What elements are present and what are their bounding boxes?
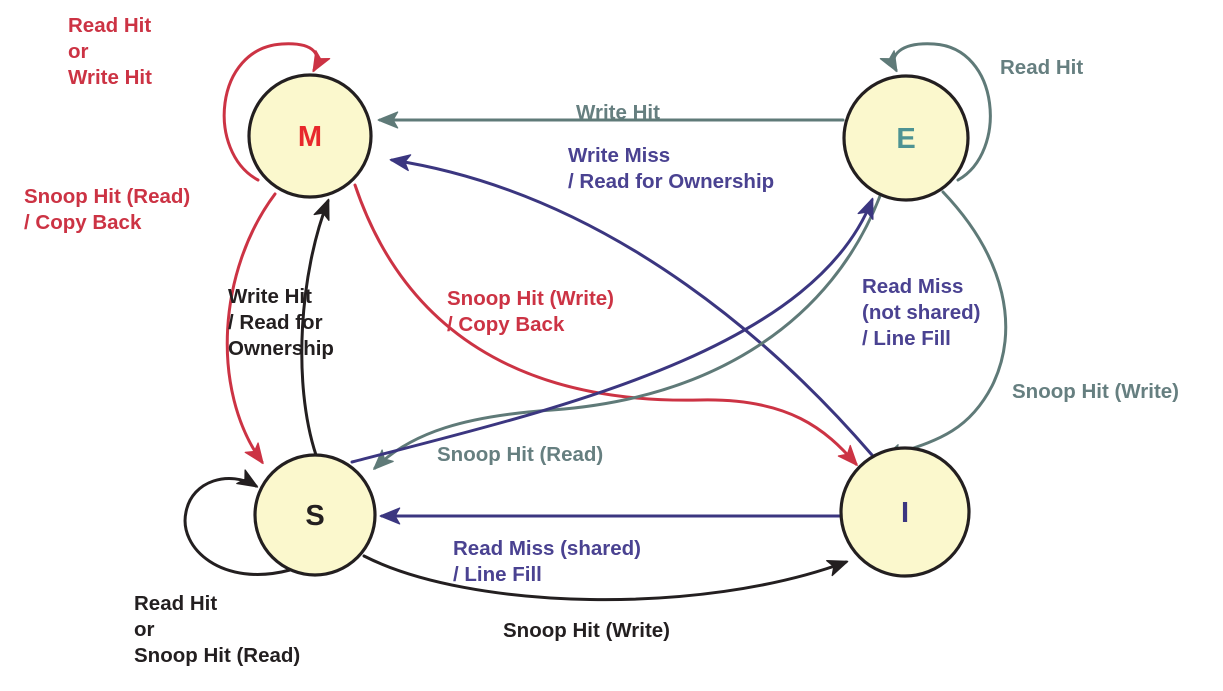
- edge-label-line: Snoop Hit (Write): [447, 287, 614, 310]
- state-label-i: I: [901, 497, 909, 529]
- edge-label-line: Read Hit: [134, 592, 217, 615]
- edge-label-line: / Copy Back: [447, 313, 565, 336]
- edge-label-m-to-s: Snoop Hit (Read) / Copy Back: [24, 185, 242, 234]
- edge-m-to-s: [225, 192, 277, 465]
- edge-label-line: / Read for Ownership: [568, 170, 774, 193]
- edge-label-line: / Line Fill: [862, 327, 951, 350]
- edge-label-i-to-s: Read Miss (shared) / Line Fill: [453, 537, 692, 586]
- state-label-s: S: [305, 500, 324, 532]
- edge-label-line: Write Hit: [576, 101, 660, 124]
- edge-label-line: Snoop Hit (Read): [437, 443, 603, 466]
- edge-label-m-to-i: Snoop Hit (Write) / Copy Back: [447, 287, 665, 336]
- edge-label-line: or: [68, 40, 89, 63]
- edge-label-line: Snoop Hit (Read): [24, 185, 190, 208]
- edges-layer: [183, 42, 1008, 602]
- edge-s-to-i: [362, 554, 849, 602]
- edge-label-i-to-m: Write Miss / Read for Ownership: [568, 144, 814, 193]
- edge-s-self-loop: [183, 469, 292, 576]
- state-label-m: M: [298, 121, 322, 153]
- edge-label-line: or: [134, 618, 155, 641]
- state-node-s[interactable]: S: [253, 453, 377, 577]
- edge-e-to-i: [881, 190, 1008, 461]
- edge-s-to-m: [300, 198, 330, 457]
- edge-s-to-e: [350, 197, 874, 464]
- edge-m-to-i: [353, 183, 858, 466]
- edge-label-line: Write Miss: [568, 144, 670, 167]
- state-circle-m[interactable]: [247, 73, 373, 199]
- edge-label-line: / Read for: [228, 311, 323, 334]
- edge-m-self-loop: [222, 42, 331, 182]
- edge-i-to-m: [389, 154, 874, 457]
- edge-label-s-to-e: Read Miss (not shared) / Line Fill: [862, 275, 1032, 350]
- edge-label-e-to-s: Snoop Hit (Read): [437, 443, 643, 466]
- edge-label-s-to-i: Snoop Hit (Write): [503, 619, 710, 642]
- nodes-layer: M E S I: [247, 73, 971, 578]
- edge-label-line: / Line Fill: [453, 563, 542, 586]
- edge-label-line: Write Hit: [68, 66, 152, 89]
- edge-e-self-loop: [879, 42, 992, 182]
- state-circle-s[interactable]: [253, 453, 377, 577]
- edge-label-e-self: Read Hit: [1000, 56, 1123, 79]
- state-node-i[interactable]: I: [839, 446, 971, 578]
- edge-label-line: Ownership: [228, 337, 334, 360]
- state-node-e[interactable]: E: [842, 74, 970, 202]
- edge-label-line: Read Miss: [862, 275, 963, 298]
- edge-label-line: / Copy Back: [24, 211, 142, 234]
- state-label-e: E: [896, 123, 915, 155]
- state-circle-i[interactable]: [839, 446, 971, 578]
- edge-label-e-to-m: Write Hit: [576, 101, 700, 124]
- edge-label-line: Read Miss (shared): [453, 537, 641, 560]
- edge-label-line: Snoop Hit (Write): [503, 619, 670, 642]
- edge-label-e-to-i: Snoop Hit (Write): [1012, 380, 1219, 403]
- edge-e-to-s: [373, 194, 882, 470]
- edge-label-line: Write Hit: [228, 285, 312, 308]
- state-node-m[interactable]: M: [247, 73, 373, 199]
- edge-label-line: Read Hit: [68, 14, 151, 37]
- edge-label-s-to-m: Write Hit / Read for Ownership: [228, 285, 374, 360]
- state-circle-e[interactable]: [842, 74, 970, 202]
- edge-label-line: (not shared): [862, 301, 980, 324]
- edge-label-line: Read Hit: [1000, 56, 1083, 79]
- edge-label-m-self: Read Hit or Write Hit: [68, 14, 202, 89]
- edge-labels-layer: Read Hit or Write Hit Read Hit Read Hit …: [24, 14, 1219, 667]
- edge-label-line: Snoop Hit (Read): [134, 644, 300, 667]
- edge-label-line: Snoop Hit (Write): [1012, 380, 1179, 403]
- edge-label-s-self: Read Hit or Snoop Hit (Read): [134, 592, 340, 667]
